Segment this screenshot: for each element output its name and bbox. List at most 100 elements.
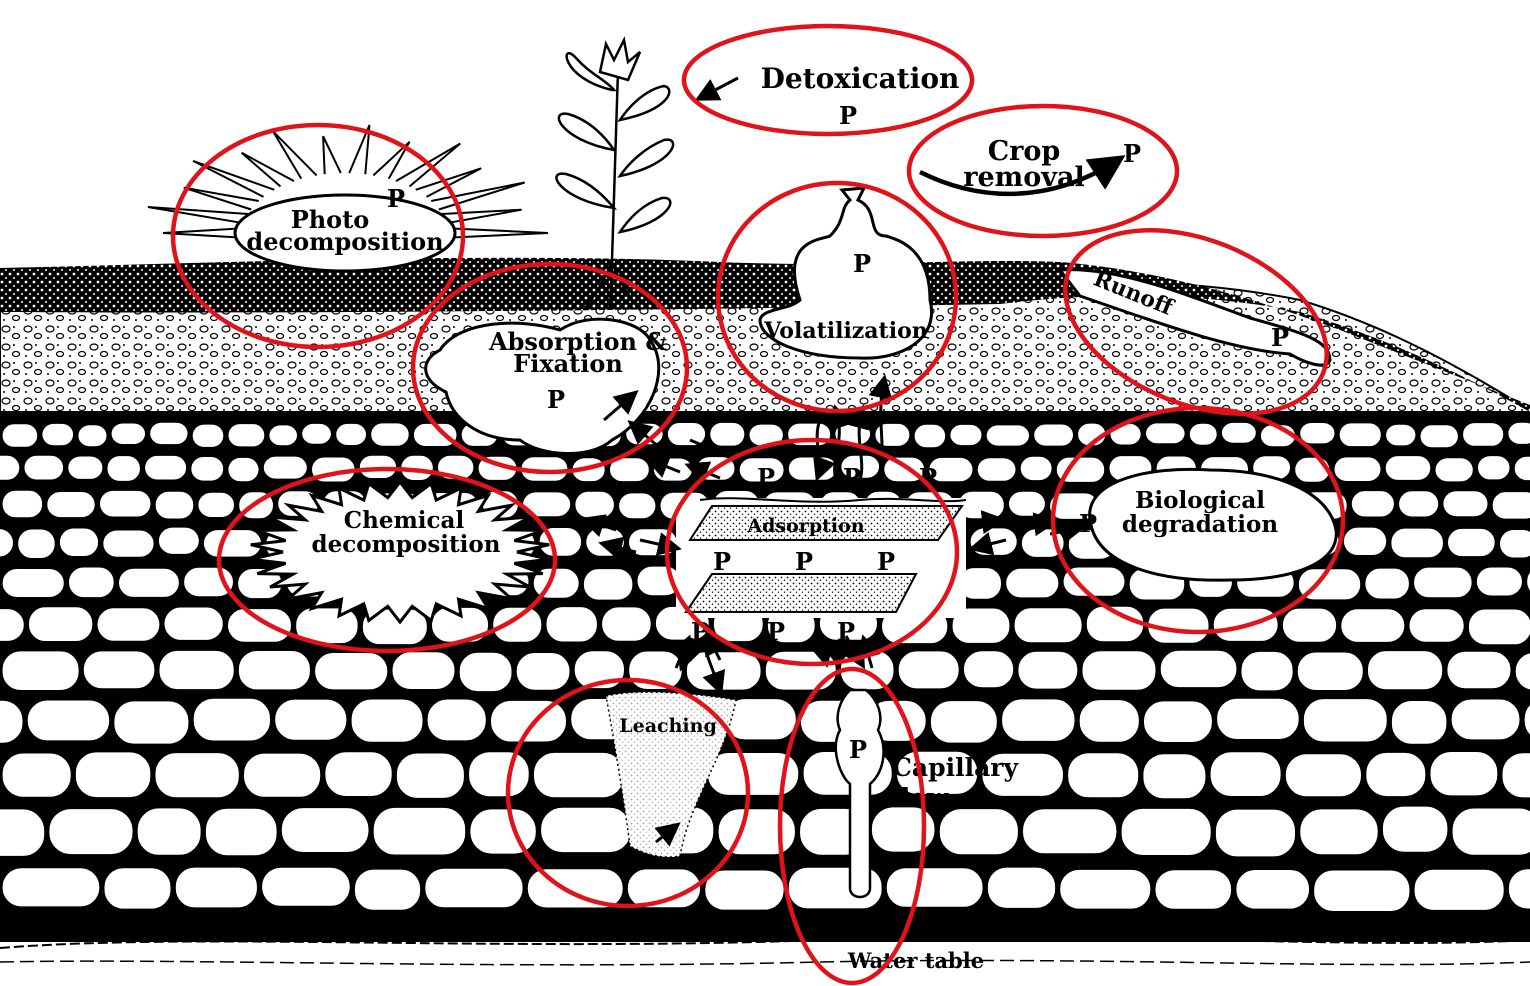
cobble-stone <box>1365 568 1410 599</box>
cobble-stone <box>24 455 64 480</box>
cobble-stone <box>914 424 946 448</box>
cobble-stone <box>351 699 423 743</box>
p-marker-biological: P <box>1079 509 1097 538</box>
cobble-stone <box>1414 567 1473 598</box>
cobble-stone <box>1060 869 1151 909</box>
cobble-stone <box>1385 456 1431 481</box>
p-marker-detoxication: P <box>839 101 857 130</box>
cobble-stone <box>1018 651 1078 689</box>
cobble-stone <box>541 807 632 853</box>
p-marker-adsorption-mid-2: P <box>795 547 813 576</box>
cobble-stone <box>1447 528 1495 556</box>
cobble-stone <box>111 423 146 445</box>
cobble-stone <box>2 424 38 448</box>
cobble-stone <box>986 425 1030 446</box>
cobble-stone <box>1217 698 1300 740</box>
cobble-stone <box>159 650 234 689</box>
cobble-stone <box>1143 701 1212 743</box>
cobble-stone <box>1014 608 1082 643</box>
label-detoxication: Detoxication <box>761 62 960 95</box>
cobble-stone <box>0 809 45 857</box>
cobble-stone <box>99 490 151 517</box>
cobble-stone <box>155 753 240 798</box>
cobble-stone <box>158 527 199 555</box>
cobble-stone <box>1339 423 1381 447</box>
p-marker-photo: P <box>387 184 405 213</box>
cobble-stone <box>425 868 524 908</box>
cobble-stone <box>1386 424 1417 446</box>
cobble-stone <box>1282 608 1336 642</box>
label-water-table: Water table <box>847 948 984 973</box>
cobble-stone <box>104 868 171 910</box>
cobble-stone <box>710 422 745 446</box>
label-biological-line2: degradation <box>1122 511 1279 538</box>
cobble-stone <box>281 808 369 853</box>
cobble-stone <box>1189 423 1217 445</box>
cobble-stone <box>1366 752 1426 796</box>
cobble-stone <box>193 698 271 741</box>
cobble-stone <box>373 807 466 855</box>
cobble-stone <box>1367 651 1442 690</box>
label-leaching: Leaching <box>619 715 716 737</box>
cobble-stone <box>930 701 997 744</box>
cobble-stone <box>1210 752 1281 797</box>
cobble-stone <box>68 567 114 598</box>
cobble-stone <box>1343 527 1387 556</box>
cobble-stone <box>392 652 455 690</box>
cobble-stone <box>228 457 259 482</box>
cobble-stone <box>0 455 20 480</box>
cobble-stone <box>1303 699 1387 743</box>
cobble-stone <box>516 652 570 690</box>
cobble-stone <box>1391 700 1447 744</box>
cobble-stone <box>470 809 537 854</box>
cobble-stone <box>788 457 837 481</box>
p-marker-capillary: P <box>849 735 867 764</box>
cobble-stone <box>191 456 224 481</box>
cobble-stone <box>27 700 110 741</box>
cobble-stone <box>262 867 351 906</box>
cobble-stone <box>1008 491 1045 516</box>
adsorption-plate-bottom <box>686 574 916 612</box>
cobble-stone <box>47 491 96 517</box>
cobble-stone <box>1443 491 1488 517</box>
p-marker-adsorption-low-3: P <box>837 617 855 646</box>
cobble-stone <box>583 569 633 601</box>
cobble-stone <box>469 752 530 797</box>
cobble-stone <box>2 568 64 597</box>
cobble-stone <box>354 869 420 910</box>
cobble-stone <box>533 752 624 798</box>
cobble-stone <box>228 424 265 448</box>
cobble-stone <box>1382 806 1448 852</box>
cobble-stone <box>336 423 367 445</box>
cobble-stone <box>118 568 179 597</box>
cobble-stone <box>145 455 187 480</box>
cobble-stone <box>1391 528 1444 558</box>
cobble-stone <box>1300 809 1379 855</box>
cobble-stone <box>1451 699 1520 740</box>
cobble-stone <box>586 528 625 557</box>
cobble-stone <box>1463 423 1504 447</box>
cobble-stone <box>1020 456 1052 481</box>
p-marker-adsorption-mid-3: P <box>877 547 895 576</box>
cobble-stone <box>1285 754 1361 797</box>
label-adsorption: Adsorption <box>746 515 864 537</box>
cobble-stone <box>1414 869 1504 910</box>
cobble-stone <box>97 608 160 642</box>
cobble-stone <box>1508 422 1530 444</box>
cobble-stone <box>75 752 151 798</box>
cobble-stone <box>238 650 310 690</box>
cobble-stone <box>49 809 133 855</box>
cobble-stone <box>315 652 388 690</box>
cobble-stone <box>950 424 982 445</box>
cobble-stone <box>1351 491 1394 518</box>
label-biological-line1: Biological <box>1135 487 1265 514</box>
cobble-stone <box>269 425 298 446</box>
cobble-stone <box>325 752 393 797</box>
cobble-stone <box>1034 424 1074 446</box>
cobble-stone <box>150 422 189 445</box>
cobble-stone <box>686 652 761 691</box>
cobble-stone <box>1341 609 1405 643</box>
cobble-stone <box>1499 529 1530 558</box>
cobble-stone <box>1420 425 1459 448</box>
cobble-stone <box>575 491 615 518</box>
